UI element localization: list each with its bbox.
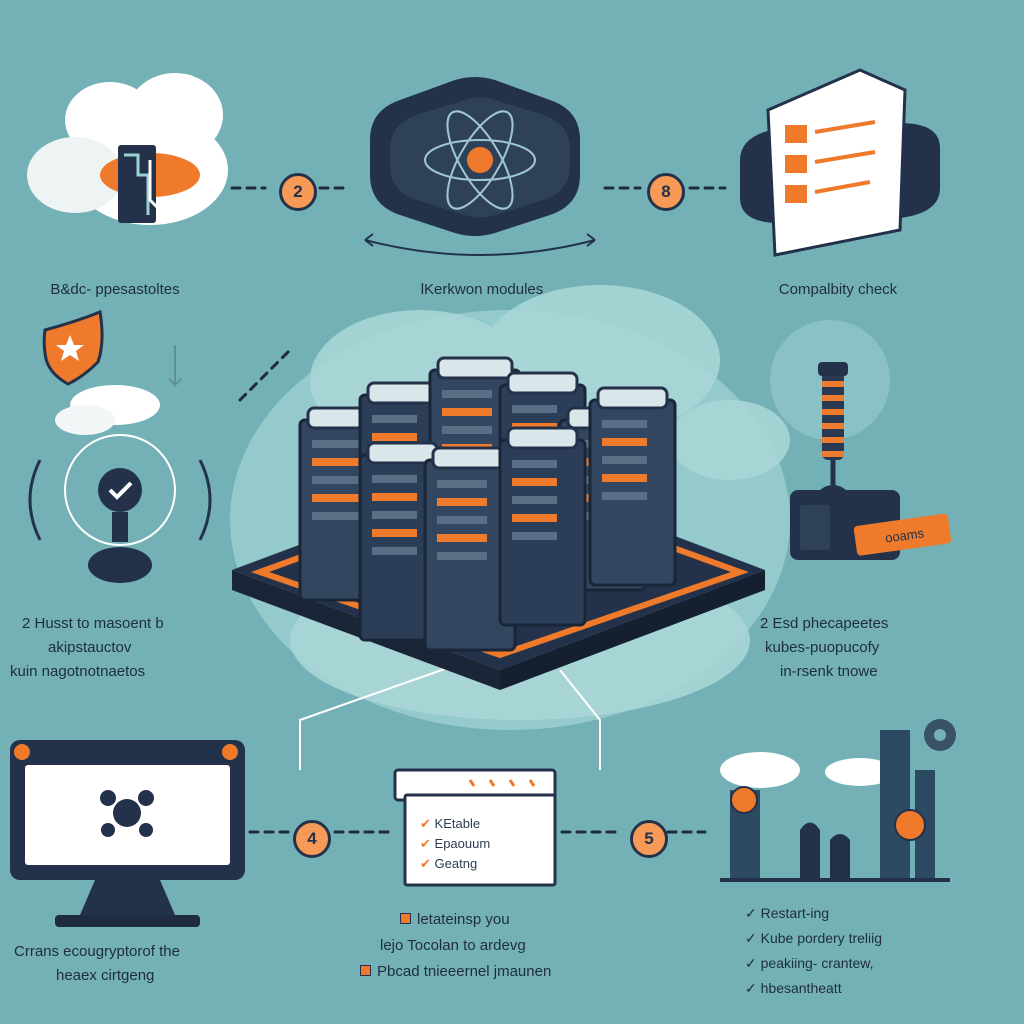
- checklist-caption-3-text: Pbcad tnieeernel jmaunen: [377, 963, 552, 980]
- step5-line-1: 2 Esd phecapeetes: [760, 615, 889, 632]
- checkmark-icon: ✔: [420, 856, 431, 871]
- checkmark-icon: ✔: [420, 836, 431, 851]
- restart-bullet-2: ✓ Kube pordery treliig: [745, 930, 882, 947]
- checklist-caption-3: Pbcad tnieeernel jmaunen: [360, 960, 551, 984]
- restart-bullet-3: ✓ peakiing- crantew,: [745, 955, 873, 972]
- server-tower: [588, 386, 677, 587]
- step4-line-2: akipstauctov: [48, 639, 132, 656]
- connector-solid-lines: [299, 659, 601, 770]
- restart-bullet-4-text: hbesantheatt: [760, 980, 842, 996]
- step-badge-4: 4: [293, 820, 331, 858]
- kernel-plug-icon: [770, 320, 952, 560]
- shield-check-icon: [28, 309, 212, 583]
- checklist-caption-1-text: letateinsp you: [417, 911, 510, 928]
- restart-skyline-icon: [720, 719, 956, 882]
- restart-bullet-3-text: peakiing- crantew,: [760, 955, 874, 971]
- check-icon: ✓: [745, 905, 761, 921]
- servers: [298, 356, 677, 652]
- cloud-deploy-icon: [27, 73, 228, 225]
- square-bullet-icon: [360, 965, 371, 976]
- checklist-caption-1: letateinsp you: [400, 908, 510, 932]
- checkmark-icon: ✔: [420, 816, 431, 831]
- checklist-item-3: ✔ Geatng: [420, 856, 477, 872]
- checklist-item-1: ✔ KEtable: [420, 816, 480, 832]
- checklist-item-3-text: Geatng: [434, 856, 478, 871]
- checklist-item-2-text: Epaouum: [434, 836, 491, 851]
- step1-label: B&dc- ppesastoltes: [50, 281, 180, 298]
- restart-bullet-4: ✓ hbesantheatt: [745, 980, 842, 997]
- checklist-card-icon: [393, 768, 557, 887]
- kernel-module-icon: [364, 77, 596, 256]
- check-icon: ✓: [745, 980, 761, 996]
- step2-label: lKerkwon modules: [420, 281, 544, 298]
- checklist-item-2: ✔ Epaouum: [420, 836, 490, 852]
- square-bullet-icon: [400, 913, 411, 924]
- checklist-caption-2: lejo Tocolan to ardevg: [380, 937, 526, 954]
- step-badge-5: 5: [630, 820, 668, 858]
- compatibility-document-icon: [740, 68, 940, 257]
- check-icon: ✓: [745, 955, 761, 971]
- checklist-item-1-text: KEtable: [434, 816, 481, 831]
- step-badge-2: 2: [279, 173, 317, 211]
- server-tower: [423, 446, 517, 652]
- step3-label: Compalbity check: [778, 281, 898, 298]
- step5-line-3: in-rsenk tnowe: [780, 663, 878, 680]
- restart-bullet-2-text: Kube pordery treliig: [760, 930, 883, 946]
- restart-bullet-1: ✓ Restart-ing: [745, 905, 829, 922]
- monitor-caption-1: Crrans ecougryptorof the: [14, 943, 180, 960]
- server-tower: [498, 426, 587, 627]
- monitor-caption-2: heaex cirtgeng: [56, 967, 155, 984]
- connectors: [230, 186, 727, 834]
- step4-line-1: 2 Husst to masoent b: [22, 615, 164, 632]
- step5-line-2: kubes-puopucofy: [765, 639, 880, 656]
- monitor-icon: [10, 740, 245, 927]
- step4-line-3: kuin nagotnotnaetos: [10, 663, 146, 680]
- check-icon: ✓: [745, 930, 761, 946]
- step-badge-8: 8: [647, 173, 685, 211]
- restart-bullet-1-text: Restart-ing: [760, 905, 830, 921]
